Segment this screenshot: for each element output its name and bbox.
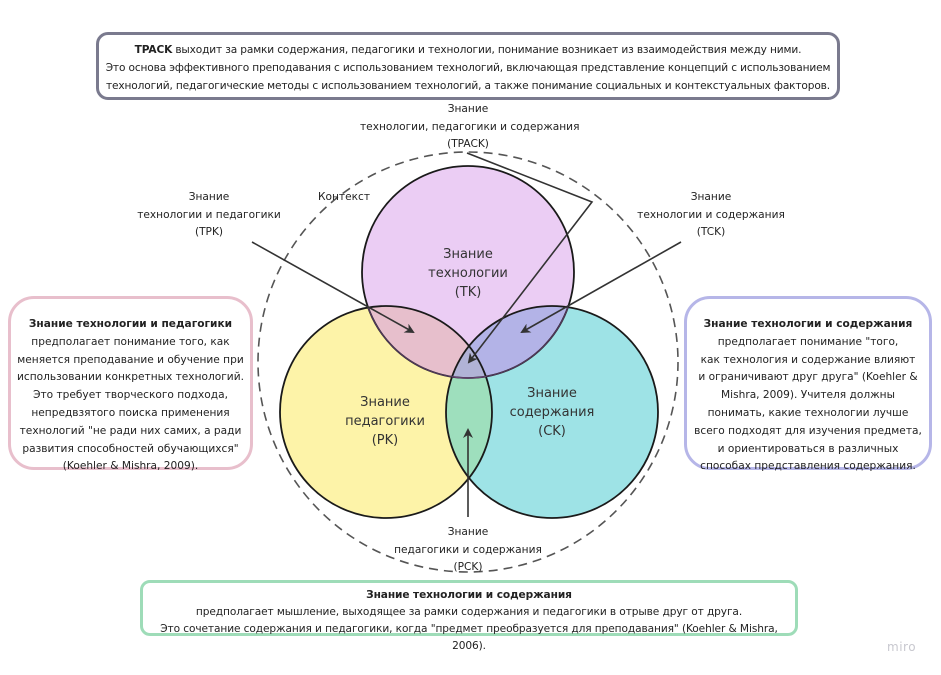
tpk-description-line: предполагает понимание того, как (31, 335, 230, 348)
ck-circle-label: Знание содержания (CK) (502, 384, 602, 441)
tck-description-line: способах представления содержания. (700, 460, 916, 473)
context-circle (257, 151, 679, 573)
tpk-description-line: (Koehler & Mishra, 2009). (62, 460, 199, 473)
pk-label-line: (PK) (371, 433, 399, 448)
tck-description-line: и ограничивают друг друга" (Koehler & (698, 371, 918, 384)
tpk-description-box: Знание технологии и педагогики предполаг… (8, 296, 253, 472)
tck-label-line: технологии и содержания (637, 208, 785, 221)
tk-label-line: Знание (443, 247, 493, 262)
tck-description-line: Mishra, 2009). Учителя должны (721, 389, 895, 402)
tk-circle-label: Знание технологии (TK) (418, 245, 518, 302)
content-circle-outline (445, 305, 659, 519)
tck-arrow (520, 241, 682, 333)
pck-label-line: (PCK) (453, 561, 483, 573)
tpack-label-line: технологии, педагогики и содержания (360, 120, 580, 133)
ck-label-line: Знание (527, 386, 577, 401)
tck-description-line: и ориентироваться в различных (717, 442, 899, 455)
tpk-label-line: технологии и педагогики (137, 208, 281, 221)
pck-description-line-1: предполагает мышление, выходящее за рамк… (195, 606, 743, 618)
tpack-label-line: (TPACK) (447, 138, 489, 150)
pk-label-line: педагогики (345, 414, 425, 429)
tpack-description-line-2: Это основа эффективного преподавания с и… (105, 62, 831, 74)
tck-description-line: понимать, какие технологии лучше (707, 406, 909, 419)
tck-description-line: всего подходят для изучения предмета, (694, 424, 922, 437)
tpk-description-line: непредвзятого поиска применения (31, 406, 230, 419)
tpk-description-line: технологий "не ради них самих, а ради (19, 424, 242, 437)
pck-label-line: Знание (447, 526, 489, 538)
pedagogy-circle-outline (279, 305, 493, 519)
tpk-label-line: Знание (188, 191, 230, 203)
pck-description-line-2: Это сочетание содержания и педагогики, к… (160, 623, 778, 652)
ck-label-line: содержания (509, 405, 595, 420)
tpk-description-line: Это требует творческого подхода, (33, 389, 228, 402)
tpk-label-line: (TPK) (194, 226, 224, 238)
tck-description-line: как технология и содержание влияют (700, 353, 916, 366)
tpack-description-text: выходит за рамки содержания, педагогики … (172, 44, 802, 56)
pk-label-line: Знание (360, 395, 410, 410)
tck-label-line: (TCK) (696, 226, 726, 238)
tk-label-line: технологии (428, 266, 508, 281)
tpack-description-line-1: TPACK выходит за рамки содержания, педаг… (99, 41, 837, 59)
tpack-description-line-3: технологий, педагогические методы с испо… (106, 80, 830, 92)
tpack-label: Знание технологии, педагогики и содержан… (360, 101, 580, 154)
tpk-description-line: развития способностей обучающихся" (22, 442, 239, 455)
miro-watermark: miro (887, 640, 917, 654)
tpk-label: Знание технологии и педагогики (TPK) (136, 189, 282, 242)
tck-description-line: предполагает понимание "того, (717, 335, 899, 348)
pck-label: Знание педагогики и содержания (PCK) (394, 524, 542, 577)
pk-circle-label: Знание педагогики (PK) (335, 393, 435, 450)
tck-label: Знание технологии и содержания (TCK) (637, 189, 785, 242)
ck-label-line: (CK) (538, 424, 566, 439)
tck-description-title: Знание технологии и содержания (703, 318, 913, 330)
tpack-term: TPACK (134, 44, 173, 56)
tk-label-line: (TK) (454, 285, 482, 300)
tpack-label-line: Знание (447, 103, 489, 115)
tpack-arrow (466, 152, 594, 364)
tpack-description-box: TPACK выходит за рамки содержания, педаг… (96, 32, 840, 100)
pck-label-line: педагогики и содержания (394, 543, 542, 556)
context-label: Контекст (318, 191, 371, 203)
tpk-description-title: Знание технологии и педагогики (28, 318, 233, 330)
tpk-description-line: использовании конкретных технологий. (17, 371, 244, 384)
tck-description-box: Знание технологии и содержания предполаг… (684, 296, 932, 472)
pck-description-box: Знание технологии и содержания предполаг… (140, 580, 798, 652)
tpk-description-line: меняется преподавание и обучение при (17, 353, 244, 366)
tck-label-line: Знание (690, 191, 732, 203)
tpk-arrow (251, 241, 415, 333)
tpk-overlap (362, 306, 492, 378)
pck-description-title: Знание технологии и содержания (366, 589, 572, 601)
